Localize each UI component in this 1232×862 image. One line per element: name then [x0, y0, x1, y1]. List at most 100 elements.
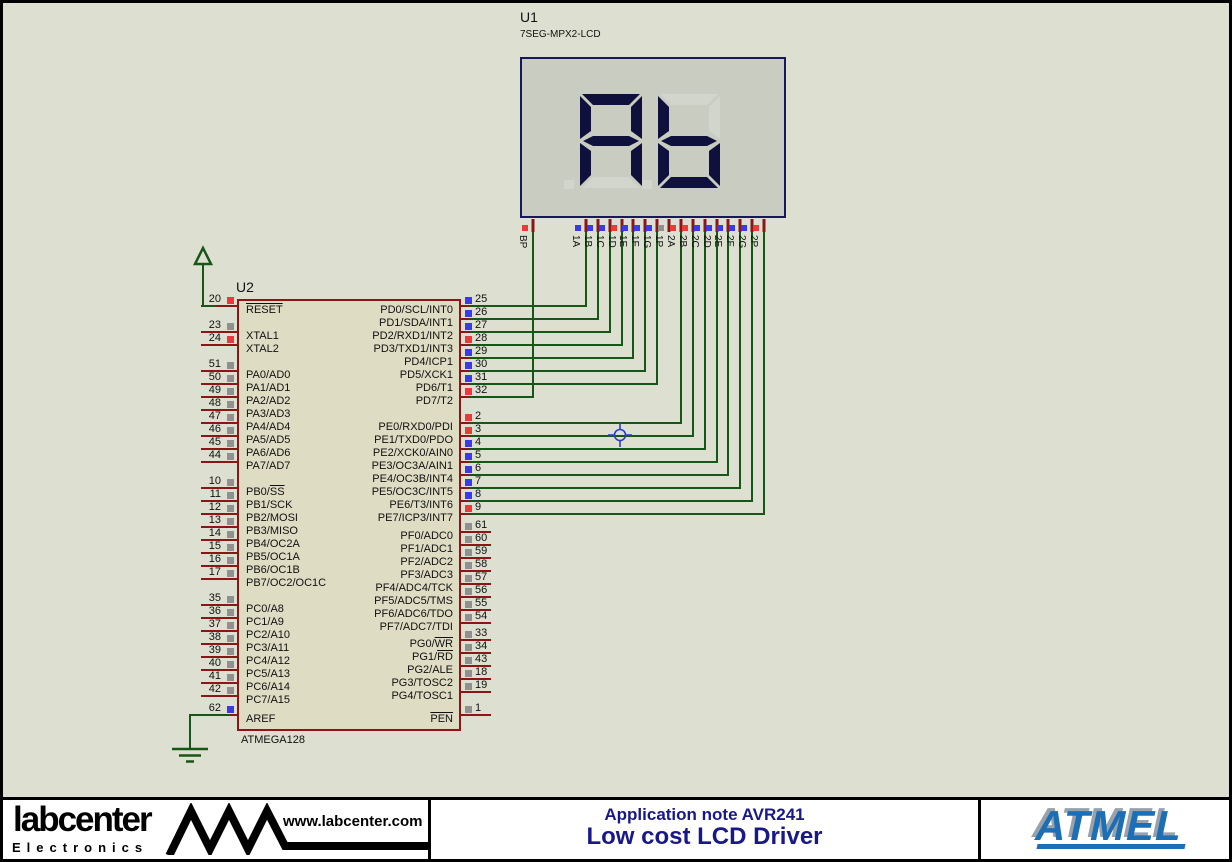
- pin-label: PD4/ICP1: [404, 356, 453, 368]
- pin-indicator: [465, 523, 472, 530]
- pin-label: PA5/AD5: [246, 434, 291, 446]
- pin-number: 36: [208, 605, 221, 617]
- pin-label: PD3/TXD1/INT3: [373, 343, 453, 355]
- wire[interactable]: [469, 232, 658, 385]
- pin-indicator: [465, 536, 472, 543]
- pin-number: 15: [208, 540, 221, 552]
- pin-label: PD2/RXD1/INT2: [372, 330, 453, 342]
- pin-label: XTAL1: [246, 330, 279, 342]
- pin-label: PA0/AD0: [246, 369, 291, 381]
- lcd-pin-label: 1D: [606, 235, 617, 248]
- pin-label: PEN: [430, 713, 453, 725]
- pin-indicator: [682, 225, 688, 231]
- pin-indicator: [227, 323, 234, 330]
- wire[interactable]: [469, 232, 753, 502]
- wire[interactable]: [189, 714, 230, 749]
- pin-label: PC6/A14: [246, 681, 291, 693]
- lcd-component[interactable]: [520, 57, 786, 218]
- lcd-part-label: 7SEG-MPX2-LCD: [520, 29, 601, 40]
- wire[interactable]: [469, 232, 765, 515]
- segment-g: [583, 136, 639, 146]
- pin-indicator: [465, 601, 472, 608]
- pin-indicator: [465, 336, 472, 343]
- pin-indicator: [465, 631, 472, 638]
- wire[interactable]: [469, 232, 682, 424]
- pin-indicator: [717, 225, 723, 231]
- pin-indicator: [465, 310, 472, 317]
- pin-number: 54: [475, 610, 488, 622]
- pin-number: 16: [208, 553, 221, 565]
- pin-indicator: [465, 414, 472, 421]
- wire[interactable]: [469, 232, 718, 463]
- pin-number: 40: [208, 657, 221, 669]
- pin-indicator: [587, 225, 593, 231]
- pin-indicator: [227, 388, 234, 395]
- pin-indicator: [227, 362, 234, 369]
- pin-indicator: [227, 596, 234, 603]
- pin-indicator: [646, 225, 652, 231]
- pin-indicator: [227, 492, 234, 499]
- wire[interactable]: [469, 232, 741, 489]
- pin-number: 3: [475, 423, 482, 435]
- pin-label: PE7/ICP3/INT7: [377, 512, 453, 524]
- pin-indicator: [670, 225, 676, 231]
- pin-number: 30: [475, 358, 488, 370]
- pin-number: 29: [475, 345, 488, 357]
- pin-number: 33: [475, 627, 488, 639]
- pin-indicator: [227, 401, 234, 408]
- pin-indicator: [599, 225, 605, 231]
- mcu-ref-label: U2: [236, 279, 254, 295]
- pin-number: 12: [208, 501, 221, 513]
- wire[interactable]: [469, 232, 623, 346]
- segment-f: [658, 96, 669, 139]
- wire[interactable]: [469, 232, 599, 320]
- pin-label: PD7/T2: [415, 395, 453, 407]
- pin-number: 5: [475, 449, 482, 461]
- segment-dp: [642, 180, 652, 189]
- pin-number: 11: [209, 488, 221, 500]
- pin-number: 37: [208, 618, 221, 630]
- pin-label: PB4/OC2A: [246, 538, 300, 550]
- lcd-pin-label: 2D: [701, 235, 712, 248]
- pin-number: 19: [475, 679, 488, 691]
- lcd-pin-label: 2G: [736, 235, 747, 249]
- wire[interactable]: [469, 232, 634, 359]
- pin-label: PF7/ADC7/TDI: [379, 621, 453, 633]
- pin-indicator: [227, 687, 234, 694]
- app-note-line1: Application note AVR241: [604, 805, 805, 824]
- pin-number: 26: [475, 306, 488, 318]
- segment-b: [709, 96, 720, 139]
- power-symbol-icon: [192, 245, 214, 266]
- pin-indicator: [227, 706, 234, 713]
- wire[interactable]: [469, 232, 646, 372]
- wire[interactable]: [469, 232, 729, 476]
- wire[interactable]: [469, 232, 611, 333]
- lcd-pin-label: 2C: [689, 235, 700, 248]
- wire[interactable]: [469, 232, 706, 450]
- pin-indicator: [465, 323, 472, 330]
- pin-number: 24: [208, 332, 221, 344]
- wire[interactable]: [469, 232, 534, 398]
- lcd-pin-label: 2E: [712, 235, 723, 248]
- atmel-logo: ATMEL ATMEL: [981, 800, 1229, 859]
- wire[interactable]: [202, 265, 216, 307]
- wire[interactable]: [469, 232, 694, 437]
- pin-number: 20: [208, 293, 221, 305]
- pin-indicator: [465, 657, 472, 664]
- mcu-component[interactable]: [237, 299, 461, 731]
- pin-label: PE5/OC3C/INT5: [371, 486, 453, 498]
- pin-number: 25: [475, 293, 488, 305]
- pin-indicator: [227, 518, 234, 525]
- pin-indicator: [227, 661, 234, 668]
- pin-label: PA2/AD2: [246, 395, 291, 407]
- lcd-pin-label: 2B: [677, 235, 688, 248]
- segment-e: [580, 143, 591, 186]
- wire[interactable]: [469, 232, 587, 307]
- pin-indicator: [465, 683, 472, 690]
- pin-number: 7: [475, 475, 482, 487]
- pin-label: PD5/XCK1: [399, 369, 453, 381]
- lcd-pin-label: 1E: [617, 235, 628, 248]
- pin-label: PD0/SCL/INT0: [380, 304, 453, 316]
